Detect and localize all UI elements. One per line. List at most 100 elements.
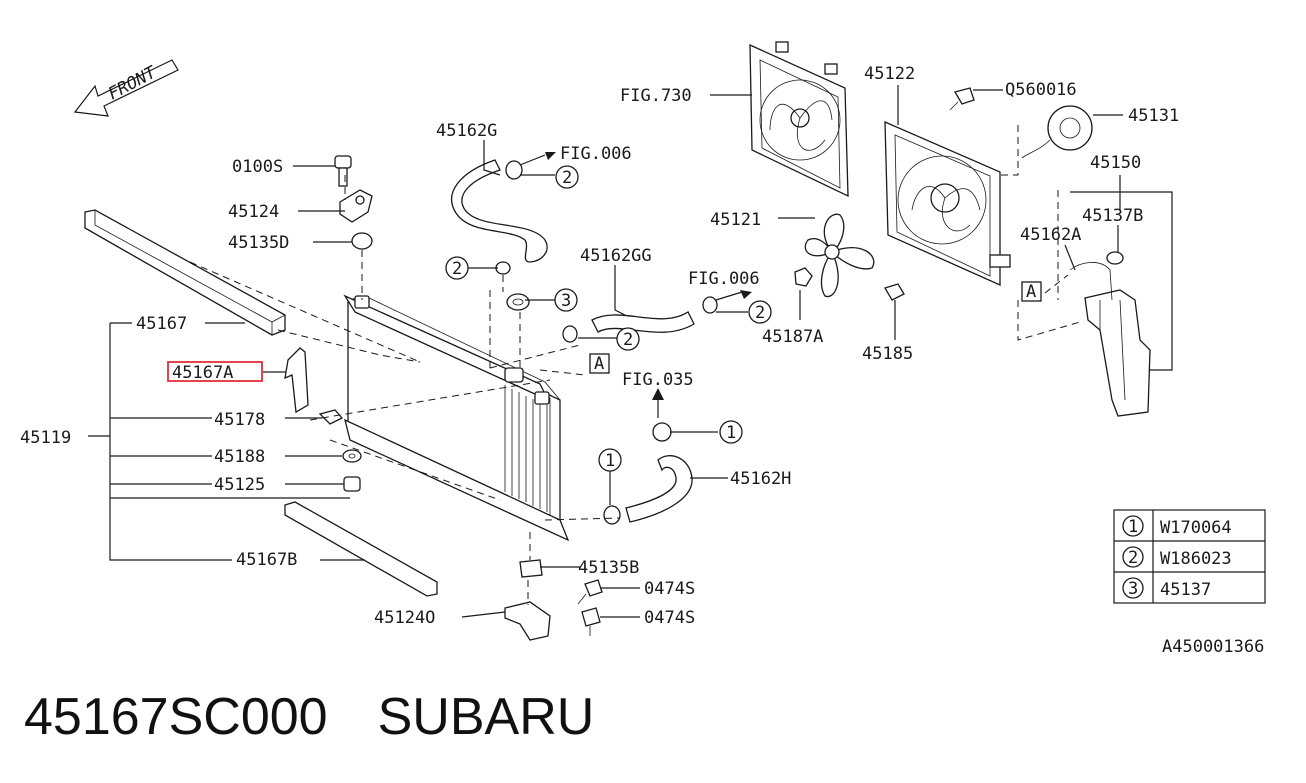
- hose-45162H: [603, 422, 693, 525]
- circle-mark: [719, 420, 743, 444]
- nut-45187A: [794, 267, 813, 287]
- leader-line: [1070, 175, 1173, 371]
- mark-2d: 2: [755, 303, 765, 323]
- upper-insulator-45167: [84, 209, 286, 336]
- label-fig006-upper[interactable]: FIG.006: [560, 144, 632, 164]
- label-fig730[interactable]: FIG.730: [620, 86, 692, 106]
- label-45121[interactable]: 45121: [710, 210, 761, 230]
- label-ref-code: A450001366: [1162, 637, 1264, 657]
- mark-2c: 2: [623, 330, 633, 350]
- bracket-45124O: [504, 601, 551, 641]
- label-45135B[interactable]: 45135B: [578, 558, 639, 578]
- label-fig035[interactable]: FIG.035: [622, 370, 694, 390]
- circle-mark: [445, 256, 469, 280]
- label-45162GG[interactable]: 45162GG: [580, 246, 652, 266]
- label-45185[interactable]: 45185: [862, 344, 913, 364]
- legend-table: [1113, 509, 1266, 604]
- label-45122[interactable]: 45122: [864, 64, 915, 84]
- legend-code-3: 45137: [1160, 580, 1211, 600]
- label-0474S-lower[interactable]: 0474S: [644, 608, 695, 628]
- arrow-icon: [740, 290, 752, 299]
- guide-line: [277, 329, 421, 363]
- radiator-core: [343, 294, 570, 542]
- guide-line: [489, 344, 581, 369]
- cushion-45135D: [351, 232, 373, 250]
- hose-45162GG: [562, 296, 718, 343]
- label-45131[interactable]: 45131: [1128, 106, 1179, 126]
- label-45162H[interactable]: 45162H: [730, 469, 791, 489]
- ref-A-reservoir: A: [1026, 282, 1036, 302]
- front-arrow-icon: [73, 59, 179, 117]
- mark-2a: 2: [562, 168, 572, 188]
- bolt-Q560016: [949, 87, 975, 111]
- cap-3: [506, 293, 530, 311]
- bushing-45125: [343, 476, 361, 492]
- guide-line: [539, 369, 586, 376]
- label-45124O[interactable]: 45124O: [374, 608, 435, 628]
- label-45167[interactable]: 45167: [136, 314, 187, 334]
- label-45188[interactable]: 45188: [214, 447, 265, 467]
- leader-line: [88, 322, 350, 561]
- highlight-box: [167, 361, 263, 382]
- guide-line: [309, 379, 551, 421]
- brand-name: SUBARU: [377, 688, 595, 746]
- fan-45121: [804, 213, 875, 298]
- label-Q560016[interactable]: Q560016: [1005, 80, 1077, 100]
- label-45162G[interactable]: 45162G: [436, 121, 497, 141]
- guide-line: [189, 261, 421, 363]
- legend-code-1: W170064: [1160, 518, 1232, 538]
- leader-line: [1064, 244, 1076, 271]
- label-45187A[interactable]: 45187A: [762, 327, 823, 347]
- mark-1a: 1: [726, 423, 736, 443]
- label-45167B[interactable]: 45167B: [236, 550, 297, 570]
- front-label: FRONT: [105, 62, 161, 105]
- bolt-0100S: [334, 155, 352, 187]
- mark-2b: 2: [452, 259, 462, 279]
- legend-num-3: 3: [1128, 579, 1138, 599]
- clamp-2-upper: [495, 261, 511, 275]
- circle-mark: [555, 165, 579, 189]
- ref-box-A: [1021, 281, 1042, 302]
- label-45137B[interactable]: 45137B: [1082, 206, 1143, 226]
- label-45162A[interactable]: 45162A: [1020, 225, 1081, 245]
- leader-line: [519, 154, 546, 166]
- legend-num-1: 1: [1128, 517, 1138, 537]
- label-45178[interactable]: 45178: [214, 410, 265, 430]
- arrow-icon: [652, 388, 664, 400]
- part-number: 45167SC000: [24, 688, 328, 746]
- label-45167A[interactable]: 45167A: [172, 363, 233, 383]
- plate-45178: [318, 409, 344, 425]
- label-45125[interactable]: 45125: [214, 475, 265, 495]
- side-insulator-45167A: [284, 347, 309, 414]
- leader-line: [483, 140, 501, 176]
- circle-mark: [616, 327, 640, 351]
- leader-line: [461, 611, 506, 618]
- ref-box-A: [589, 353, 610, 374]
- guide-line: [1017, 300, 1081, 341]
- legend-num-2: 2: [1128, 548, 1138, 568]
- guide-line: [544, 517, 621, 521]
- bolt-0474S-lower: [581, 607, 601, 636]
- label-45119[interactable]: 45119: [20, 428, 71, 448]
- label-45150[interactable]: 45150: [1090, 153, 1141, 173]
- leader-line: [715, 291, 743, 301]
- footer: 45167SC000 SUBARU: [24, 682, 594, 752]
- label-45124[interactable]: 45124: [228, 202, 279, 222]
- label-0474S-upper[interactable]: 0474S: [644, 579, 695, 599]
- mark-1b: 1: [605, 451, 615, 471]
- label-0100S[interactable]: 0100S: [232, 157, 283, 177]
- motor-45131: [1021, 105, 1093, 159]
- guide-line: [1000, 125, 1019, 176]
- cushion-45135B: [519, 559, 543, 578]
- hose-45162G: [451, 159, 548, 263]
- bolt-45185: [884, 283, 905, 301]
- legend-code-2: W186023: [1160, 549, 1232, 569]
- label-45135D[interactable]: 45135D: [228, 233, 289, 253]
- reservoir-45150: [1069, 251, 1151, 417]
- label-fig006-lower[interactable]: FIG.006: [688, 269, 760, 289]
- ref-A-radiator: A: [594, 354, 604, 374]
- circle-mark: [598, 448, 622, 472]
- fan-shroud-45122: [884, 120, 1011, 287]
- fan-shroud-fig730: [749, 41, 849, 198]
